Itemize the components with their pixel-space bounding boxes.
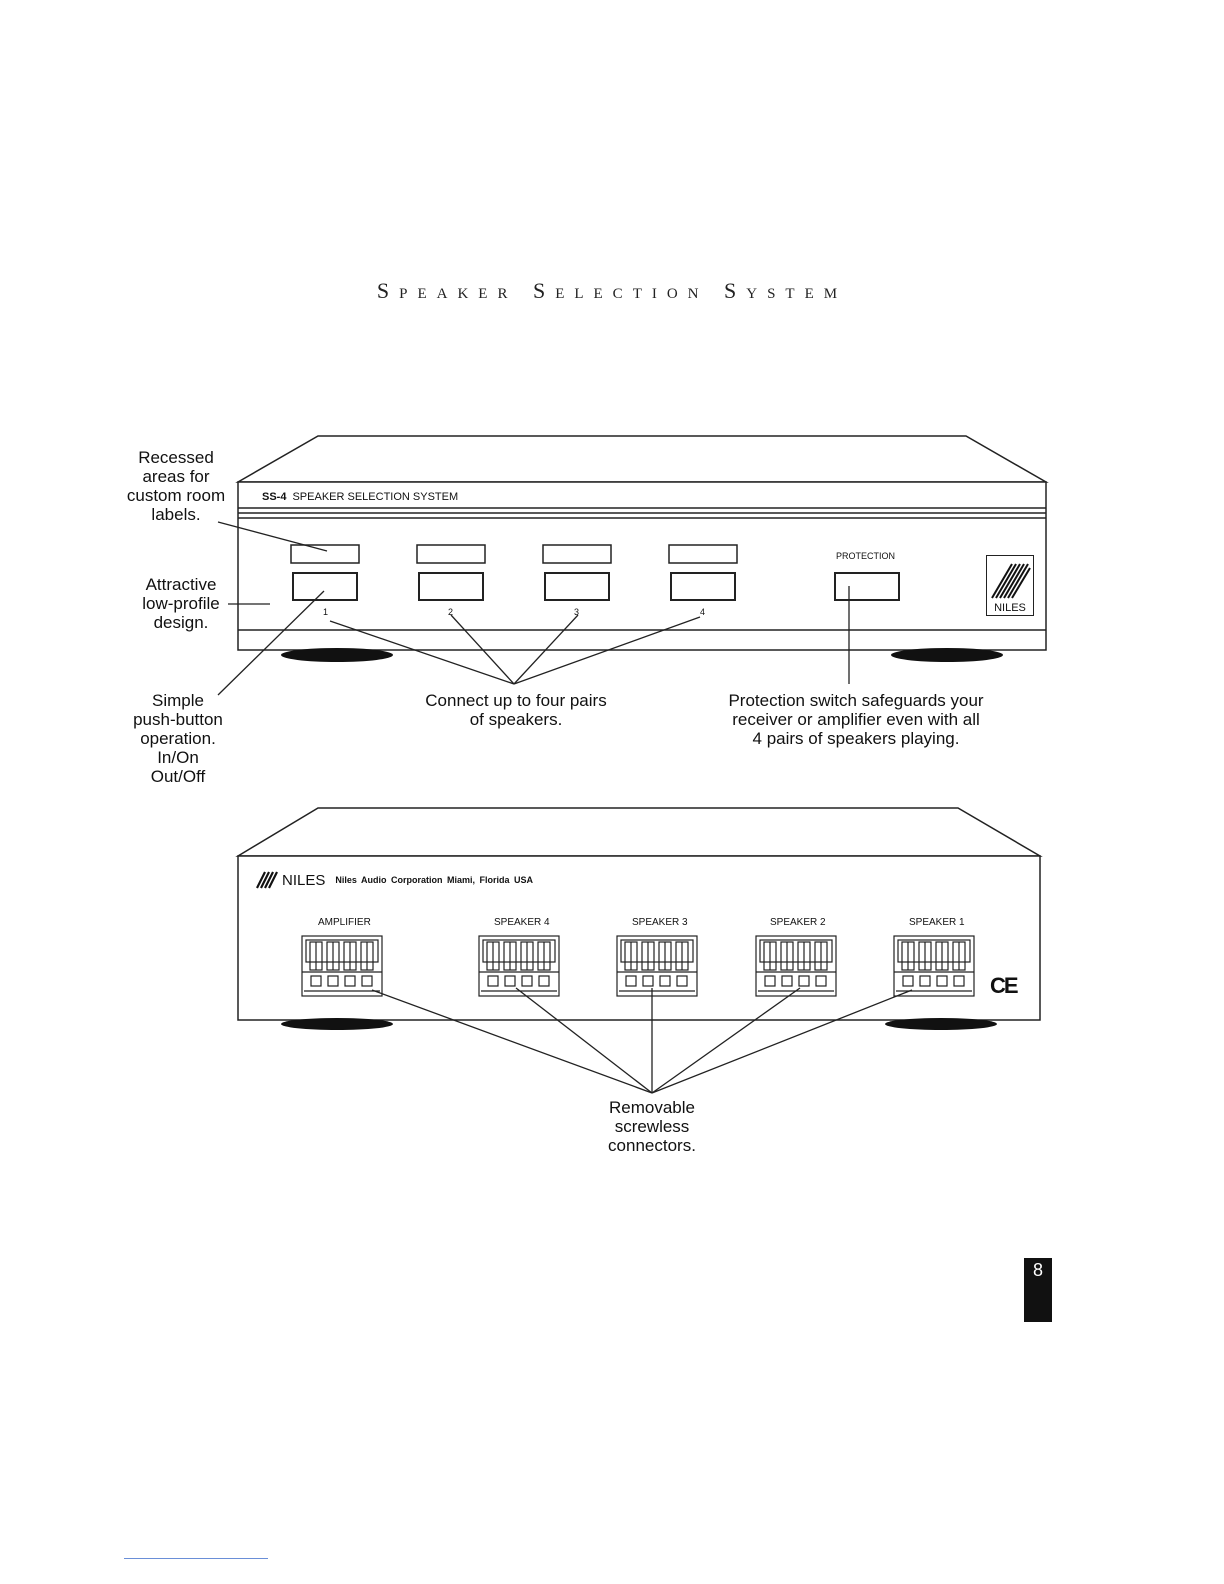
niles-brand-icon bbox=[256, 871, 278, 889]
connector-speaker-2 bbox=[755, 935, 837, 997]
connector-label-speaker-4: SPEAKER 4 bbox=[494, 917, 550, 928]
brand-name: NILES bbox=[282, 871, 326, 889]
front-feet bbox=[281, 648, 1003, 662]
logo-text: NILES bbox=[994, 602, 1026, 614]
model-description: SPEAKER SELECTION SYSTEM bbox=[292, 491, 459, 503]
callout-line: of speakers. bbox=[469, 710, 563, 729]
callout-line: areas for bbox=[142, 467, 210, 486]
button-number-4: 4 bbox=[700, 607, 706, 617]
callout-line: screwless bbox=[614, 1117, 690, 1136]
brand-address: Niles Audio Corporation Miami, Florida U… bbox=[335, 875, 534, 885]
callout-line: Recessed bbox=[138, 448, 214, 467]
callout-line: connectors. bbox=[608, 1136, 696, 1155]
callout-line: low-profile bbox=[142, 594, 220, 613]
rear-feet bbox=[281, 1018, 997, 1030]
rear-connectors bbox=[301, 935, 975, 997]
callout-line: labels. bbox=[151, 505, 201, 524]
niles-logo: NILES bbox=[986, 555, 1034, 616]
model-number: SS-4 bbox=[262, 491, 287, 503]
callout-line: operation. bbox=[140, 729, 216, 748]
callout-line: Out/Off bbox=[150, 767, 206, 786]
button-number-3: 3 bbox=[574, 607, 580, 617]
page-number: 8 bbox=[1024, 1258, 1052, 1322]
callout-line: In/On bbox=[157, 748, 199, 767]
button-number-2: 2 bbox=[448, 607, 454, 617]
front-model-label: SS-4 SPEAKER SELECTION SYSTEM bbox=[262, 491, 458, 503]
callout-line: push-button bbox=[133, 710, 223, 729]
callout-line: Removable bbox=[609, 1098, 695, 1117]
button-number-1: 1 bbox=[323, 607, 329, 617]
protection-button bbox=[834, 572, 900, 601]
ce-mark: CE bbox=[990, 973, 1019, 998]
rear-brand: NILES Niles Audio Corporation Miami, Flo… bbox=[256, 871, 533, 889]
connector-amplifier bbox=[301, 935, 383, 997]
connector-speaker-1 bbox=[893, 935, 975, 997]
callout-line: design. bbox=[153, 613, 209, 632]
front-unit-outline bbox=[235, 435, 1049, 651]
callout-line: Simple bbox=[152, 691, 204, 710]
connector-label-speaker-1: SPEAKER 1 bbox=[909, 917, 965, 928]
callout-removable: Removable screwless connectors. bbox=[592, 1098, 712, 1155]
callout-line: custom room bbox=[126, 486, 226, 505]
callout-line: 4 pairs of speakers playing. bbox=[752, 729, 960, 748]
page-title: Speaker Selection System bbox=[376, 278, 848, 303]
callout-line: receiver or amplifier even with all bbox=[732, 710, 980, 729]
front-leader-lines bbox=[217, 521, 850, 696]
callout-low-profile: Attractive low-profile design. bbox=[134, 575, 228, 632]
connector-label-speaker-3: SPEAKER 3 bbox=[632, 917, 688, 928]
connector-label-speaker-2: SPEAKER 2 bbox=[770, 917, 826, 928]
bottom-rule bbox=[124, 1558, 268, 1559]
callout-protection: Protection switch safeguards your receiv… bbox=[706, 691, 1006, 748]
callout-connect: Connect up to four pairs of speakers. bbox=[406, 691, 626, 729]
callout-line: Connect up to four pairs bbox=[425, 691, 607, 710]
room-label-areas bbox=[290, 544, 738, 564]
callout-line: Protection switch safeguards your bbox=[728, 691, 984, 710]
callout-line: Attractive bbox=[145, 575, 217, 594]
connector-speaker-4 bbox=[478, 935, 560, 997]
callout-push-button: Simple push-button operation. In/On Out/… bbox=[122, 691, 234, 786]
speaker-buttons bbox=[292, 572, 900, 601]
connector-speaker-3 bbox=[616, 935, 698, 997]
connector-label-amplifier: AMPLIFIER bbox=[318, 917, 371, 928]
niles-logo-icon bbox=[991, 563, 1031, 599]
callout-recessed: Recessed areas for custom room labels. bbox=[116, 448, 236, 524]
protection-label: PROTECTION bbox=[836, 551, 896, 561]
rear-leader-lines bbox=[371, 987, 913, 1094]
